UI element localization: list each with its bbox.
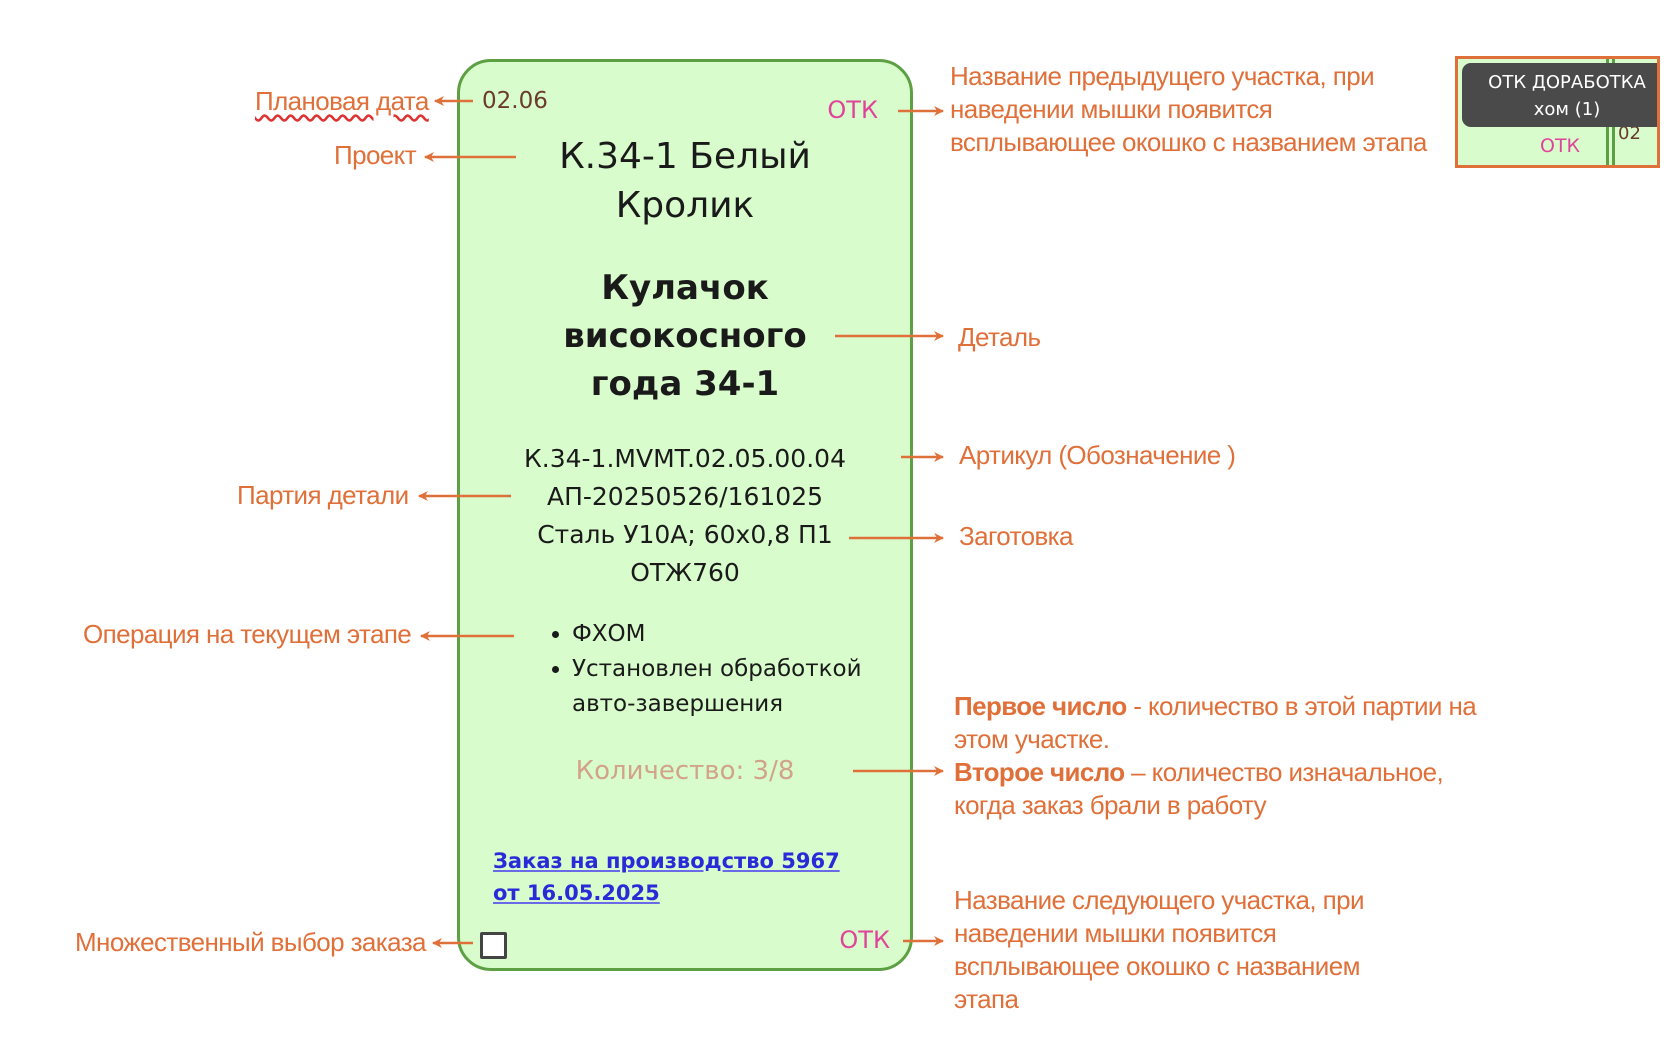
- blank-line: ОТЖ760: [630, 558, 740, 587]
- part-info: К.34-1.MVMT.02.05.00.04 АП-20250526/1610…: [460, 440, 910, 592]
- multi-select-checkbox[interactable]: [480, 932, 507, 959]
- annotation-prev-stage: Название предыдущего участка, при наведе…: [950, 60, 1427, 159]
- annotation-line: Название предыдущего участка, при: [950, 61, 1375, 91]
- tooltip-line: хом (1): [1533, 99, 1601, 120]
- annotation-text: - количество в этой партии на: [1126, 691, 1477, 721]
- annotation-line: этапа: [954, 984, 1019, 1014]
- annotation-line: этом участке.: [954, 724, 1110, 754]
- project-name: К.34-1 Белый Кролик: [460, 132, 910, 230]
- annotation-bold: Первое число: [954, 691, 1127, 721]
- stage-tooltip: ОТК ДОРАБОТКА хом (1): [1462, 63, 1657, 127]
- annotation-line: Название следующего участка, при: [954, 885, 1365, 915]
- project-line: К.34-1 Белый: [559, 136, 811, 177]
- batch: АП-20250526/161025: [546, 482, 824, 511]
- annotation-line: наведении мышки появится: [950, 94, 1273, 124]
- part-line: високосного: [563, 316, 807, 356]
- annotation-multi-select: Множественный выбор заказа: [75, 927, 426, 957]
- annotation-blank: Заготовка: [959, 521, 1073, 551]
- annotation-line: наведении мышки появится: [954, 918, 1277, 948]
- article: К.34-1.MVMT.02.05.00.04: [524, 444, 846, 473]
- prev-stage-label[interactable]: ОТК: [827, 96, 878, 124]
- blank-line: Сталь У10А; 60х0,8 П1: [537, 520, 833, 549]
- inset-date: 02: [1618, 123, 1641, 144]
- order-card[interactable]: 02.06 ОТК К.34-1 Белый Кролик Кулачок ви…: [457, 59, 913, 971]
- part-name: Кулачок високосного года 34-1: [460, 264, 910, 408]
- annotation-line: всплывающее окошко с названием: [954, 951, 1360, 981]
- part-line: Кулачок: [601, 268, 769, 308]
- annotation-next-stage: Название следующего участка, при наведен…: [954, 884, 1365, 1016]
- project-line: Кролик: [615, 185, 755, 226]
- next-stage-label[interactable]: ОТК: [839, 926, 890, 954]
- tooltip-line: ОТК ДОРАБОТКА: [1488, 72, 1646, 93]
- operation-item: ФХОМ: [572, 617, 872, 652]
- order-link[interactable]: Заказ на производство 5967 от 16.05.2025: [493, 849, 840, 905]
- annotation-planned-date: Плановая дата: [255, 86, 429, 116]
- annotation-project: Проект: [334, 140, 417, 170]
- annotation-part: Деталь: [958, 322, 1041, 352]
- annotation-batch: Партия детали: [237, 480, 409, 510]
- inset-stage[interactable]: ОТК: [1540, 135, 1581, 157]
- planned-date: 02.06: [482, 88, 548, 114]
- annotation-line: когда заказ брали в работу: [954, 790, 1267, 820]
- part-line: года 34-1: [590, 364, 780, 404]
- annotation-bold: Второе число: [954, 757, 1125, 787]
- annotation-line: всплывающее окошко с названием этапа: [950, 127, 1427, 157]
- annotation-quantity: Первое число - количество в этой партии …: [954, 690, 1477, 822]
- tooltip-example-inset: 02 ОТК ОТК ДОРАБОТКА хом (1): [1455, 56, 1660, 168]
- quantity: Количество: 3/8: [575, 756, 795, 786]
- operations-list: ФХОМ Установлен обработкой авто-завершен…: [500, 617, 872, 722]
- annotation-article: Артикул (Обозначение ): [959, 440, 1236, 470]
- operation-item: Установлен обработкой авто-завершения: [572, 652, 872, 722]
- annotation-text: – количество изначальное,: [1124, 757, 1444, 787]
- annotation-operation: Операция на текущем этапе: [83, 619, 412, 649]
